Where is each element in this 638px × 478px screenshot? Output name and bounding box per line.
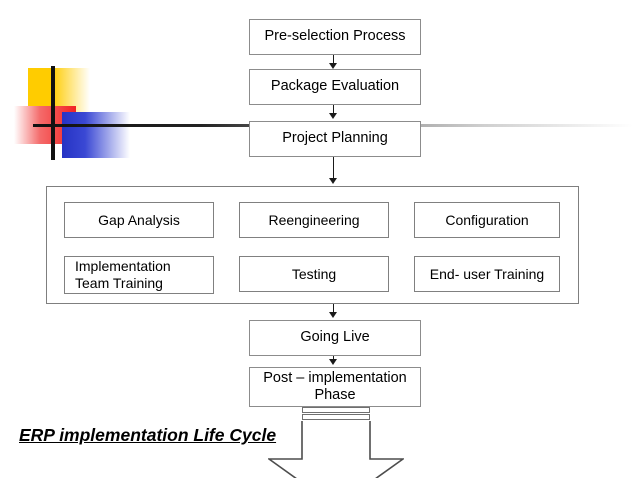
down-arrow-connector-icon bbox=[329, 113, 337, 119]
stack-bar-upper bbox=[302, 407, 370, 413]
logo-vertical-rule bbox=[51, 66, 55, 160]
node-post-implementation-phase[interactable]: Post – implementation Phase bbox=[249, 367, 421, 407]
node-label: Project Planning bbox=[282, 130, 388, 147]
node-implementation-team-training[interactable]: Implementation Team Training bbox=[64, 256, 214, 294]
node-package-evaluation[interactable]: Package Evaluation bbox=[249, 69, 421, 105]
node-testing[interactable]: Testing bbox=[239, 256, 389, 292]
node-label: Testing bbox=[291, 265, 337, 282]
connector-line bbox=[333, 55, 334, 65]
connector-line bbox=[333, 356, 334, 361]
node-reengineering[interactable]: Reengineering bbox=[239, 202, 389, 238]
node-label: End- user Training bbox=[429, 265, 545, 282]
down-arrow-connector-icon bbox=[329, 178, 337, 184]
stack-bar-lower bbox=[302, 414, 370, 420]
node-label: Gap Analysis bbox=[98, 211, 180, 228]
down-arrow-connector-icon bbox=[329, 63, 337, 69]
page-title: ERP implementation Life Cycle bbox=[19, 425, 277, 445]
down-arrow-connector-icon bbox=[329, 359, 337, 365]
node-label: Configuration bbox=[445, 211, 529, 228]
node-project-planning[interactable]: Project Planning bbox=[249, 121, 421, 157]
down-arrow-connector-icon bbox=[329, 312, 337, 318]
node-end-user-training[interactable]: End- user Training bbox=[414, 256, 560, 292]
node-label: Pre-selection Process bbox=[264, 28, 406, 45]
node-label: Reengineering bbox=[268, 211, 360, 228]
connector-line bbox=[333, 157, 334, 180]
node-preselection-process[interactable]: Pre-selection Process bbox=[249, 19, 421, 55]
node-label: Implementation Team Training bbox=[75, 258, 171, 291]
connector-line bbox=[333, 105, 334, 115]
node-label: Package Evaluation bbox=[270, 78, 400, 95]
down-block-arrow-icon bbox=[268, 421, 404, 478]
connector-line bbox=[333, 304, 334, 314]
node-going-live[interactable]: Going Live bbox=[249, 320, 421, 356]
node-label: Post – implementation Phase bbox=[263, 369, 407, 403]
logo-blue-square bbox=[62, 112, 130, 158]
node-label: Going Live bbox=[300, 329, 370, 346]
node-configuration[interactable]: Configuration bbox=[414, 202, 560, 238]
node-gap-analysis[interactable]: Gap Analysis bbox=[64, 202, 214, 238]
